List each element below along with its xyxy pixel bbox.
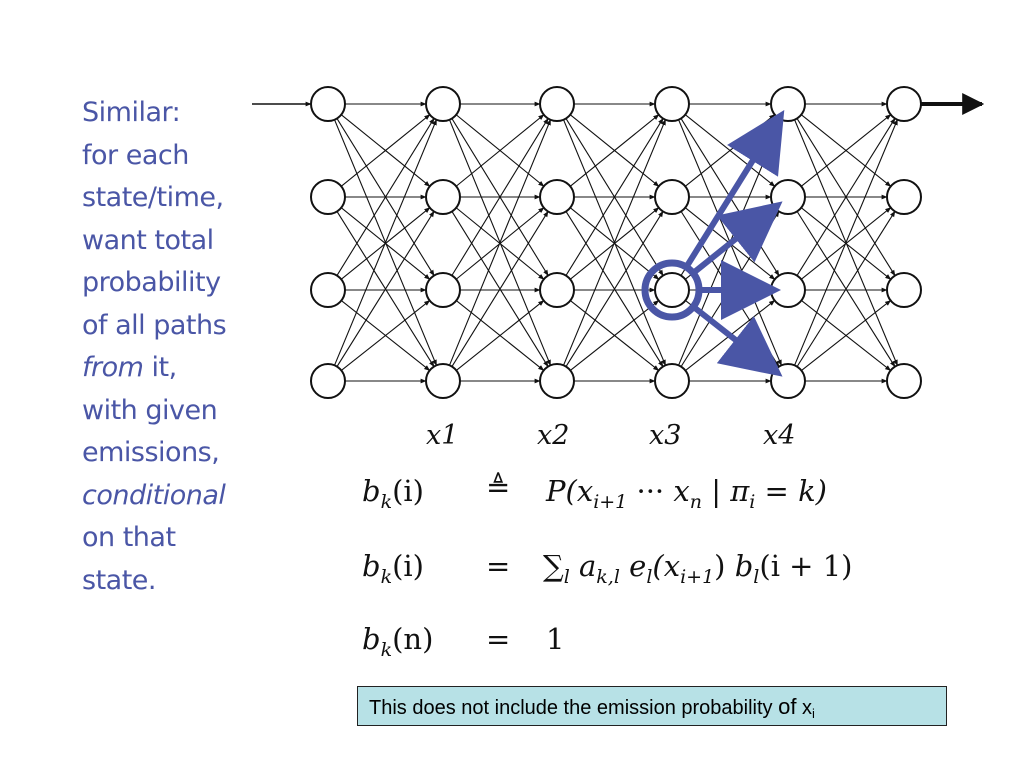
transition-edge bbox=[455, 114, 545, 187]
eq3-rhs: 1 bbox=[546, 622, 565, 656]
eq1-rhs: P(xi+1 ··· xn | πi = k) bbox=[546, 474, 827, 513]
sidebar-emphasis: conditional bbox=[82, 479, 226, 511]
state-node bbox=[425, 86, 461, 122]
transition-edge bbox=[340, 114, 431, 187]
emission-note-box: This does not include the emission proba… bbox=[357, 686, 947, 726]
transition-edge bbox=[569, 300, 660, 371]
state-node bbox=[886, 272, 922, 308]
state-node bbox=[886, 179, 922, 215]
highlighted-paths bbox=[641, 109, 785, 377]
state-node bbox=[886, 86, 922, 122]
state-nodes bbox=[310, 86, 922, 399]
state-node bbox=[770, 86, 806, 122]
transition-edge bbox=[448, 119, 552, 366]
sidebar-line: from it, bbox=[82, 347, 252, 390]
eq3-lhs: bk(n) bbox=[362, 622, 434, 661]
sidebar-line: with given bbox=[82, 394, 218, 426]
sidebar-line: for each bbox=[82, 139, 189, 171]
sidebar-line: state. bbox=[82, 564, 156, 596]
state-node bbox=[425, 272, 461, 308]
transition-edge bbox=[801, 300, 892, 371]
state-node bbox=[654, 363, 690, 399]
eq2-rhs: ∑l ak,l el(xi+1) bl(i + 1) bbox=[543, 549, 853, 588]
eq1-lhs: bk(i) bbox=[362, 474, 424, 513]
sidebar-line: want total bbox=[82, 224, 214, 256]
transition-edge bbox=[334, 119, 437, 366]
emission-label-x4: x4 bbox=[763, 420, 796, 451]
transition-edge bbox=[563, 119, 666, 366]
state-node bbox=[310, 363, 346, 399]
state-node bbox=[654, 179, 690, 215]
sidebar-line: emissions, bbox=[82, 437, 220, 468]
state-node bbox=[539, 86, 575, 122]
state-node bbox=[539, 179, 575, 215]
sidebar-text: Similar: for each state/time, want total… bbox=[82, 92, 252, 602]
eq1-operator: ≜ bbox=[486, 470, 511, 504]
emission-label-x1: x1 bbox=[426, 420, 459, 451]
sidebar-line: of all paths bbox=[82, 309, 227, 341]
transition-edges bbox=[334, 101, 898, 384]
sidebar-emphasis: from bbox=[82, 352, 144, 383]
highlighted-path-arrow bbox=[689, 302, 783, 377]
state-node bbox=[425, 179, 461, 215]
state-node bbox=[310, 86, 346, 122]
state-node bbox=[770, 363, 806, 399]
transition-edge bbox=[565, 210, 664, 367]
transition-edge bbox=[340, 300, 431, 371]
transition-edge bbox=[796, 210, 896, 367]
eq2-lhs: bk(i) bbox=[362, 549, 424, 588]
transition-edge bbox=[796, 117, 896, 276]
transition-edge bbox=[794, 119, 898, 366]
sidebar-line: probability bbox=[82, 267, 221, 298]
state-node bbox=[425, 363, 461, 399]
sidebar-line: state/time, bbox=[82, 182, 224, 213]
transition-edge bbox=[336, 210, 435, 367]
transition-edge bbox=[569, 114, 660, 187]
eq3-operator: = bbox=[486, 622, 511, 656]
sidebar-line: conditional bbox=[82, 475, 252, 518]
state-node bbox=[654, 86, 690, 122]
emission-label-x2: x2 bbox=[537, 420, 570, 451]
note-x: x bbox=[796, 697, 813, 719]
state-node bbox=[770, 179, 806, 215]
state-node bbox=[654, 272, 690, 308]
sidebar-word: it, bbox=[143, 352, 178, 383]
note-of: of bbox=[778, 694, 797, 719]
eq2-operator: = bbox=[486, 549, 511, 583]
transition-edge bbox=[800, 114, 892, 187]
emission-label-x3: x3 bbox=[649, 420, 682, 451]
highlighted-path-arrow bbox=[688, 201, 783, 278]
transition-edge bbox=[451, 210, 549, 367]
note-text: This does not include the emission proba… bbox=[369, 697, 779, 719]
transition-edge bbox=[455, 300, 545, 371]
state-node bbox=[886, 363, 922, 399]
state-node bbox=[539, 272, 575, 308]
sidebar-line: Similar: bbox=[82, 97, 181, 128]
state-node bbox=[539, 363, 575, 399]
transition-edge bbox=[451, 117, 549, 276]
state-node bbox=[770, 272, 806, 308]
transition-edge bbox=[336, 117, 435, 276]
highlighted-path-arrow bbox=[682, 109, 785, 272]
state-node bbox=[310, 179, 346, 215]
state-node bbox=[310, 272, 346, 308]
transition-edge bbox=[565, 117, 664, 276]
hmm-trellis-diagram bbox=[252, 86, 985, 399]
note-x-subscript: i bbox=[812, 706, 815, 721]
sidebar-line: on that bbox=[82, 522, 176, 553]
